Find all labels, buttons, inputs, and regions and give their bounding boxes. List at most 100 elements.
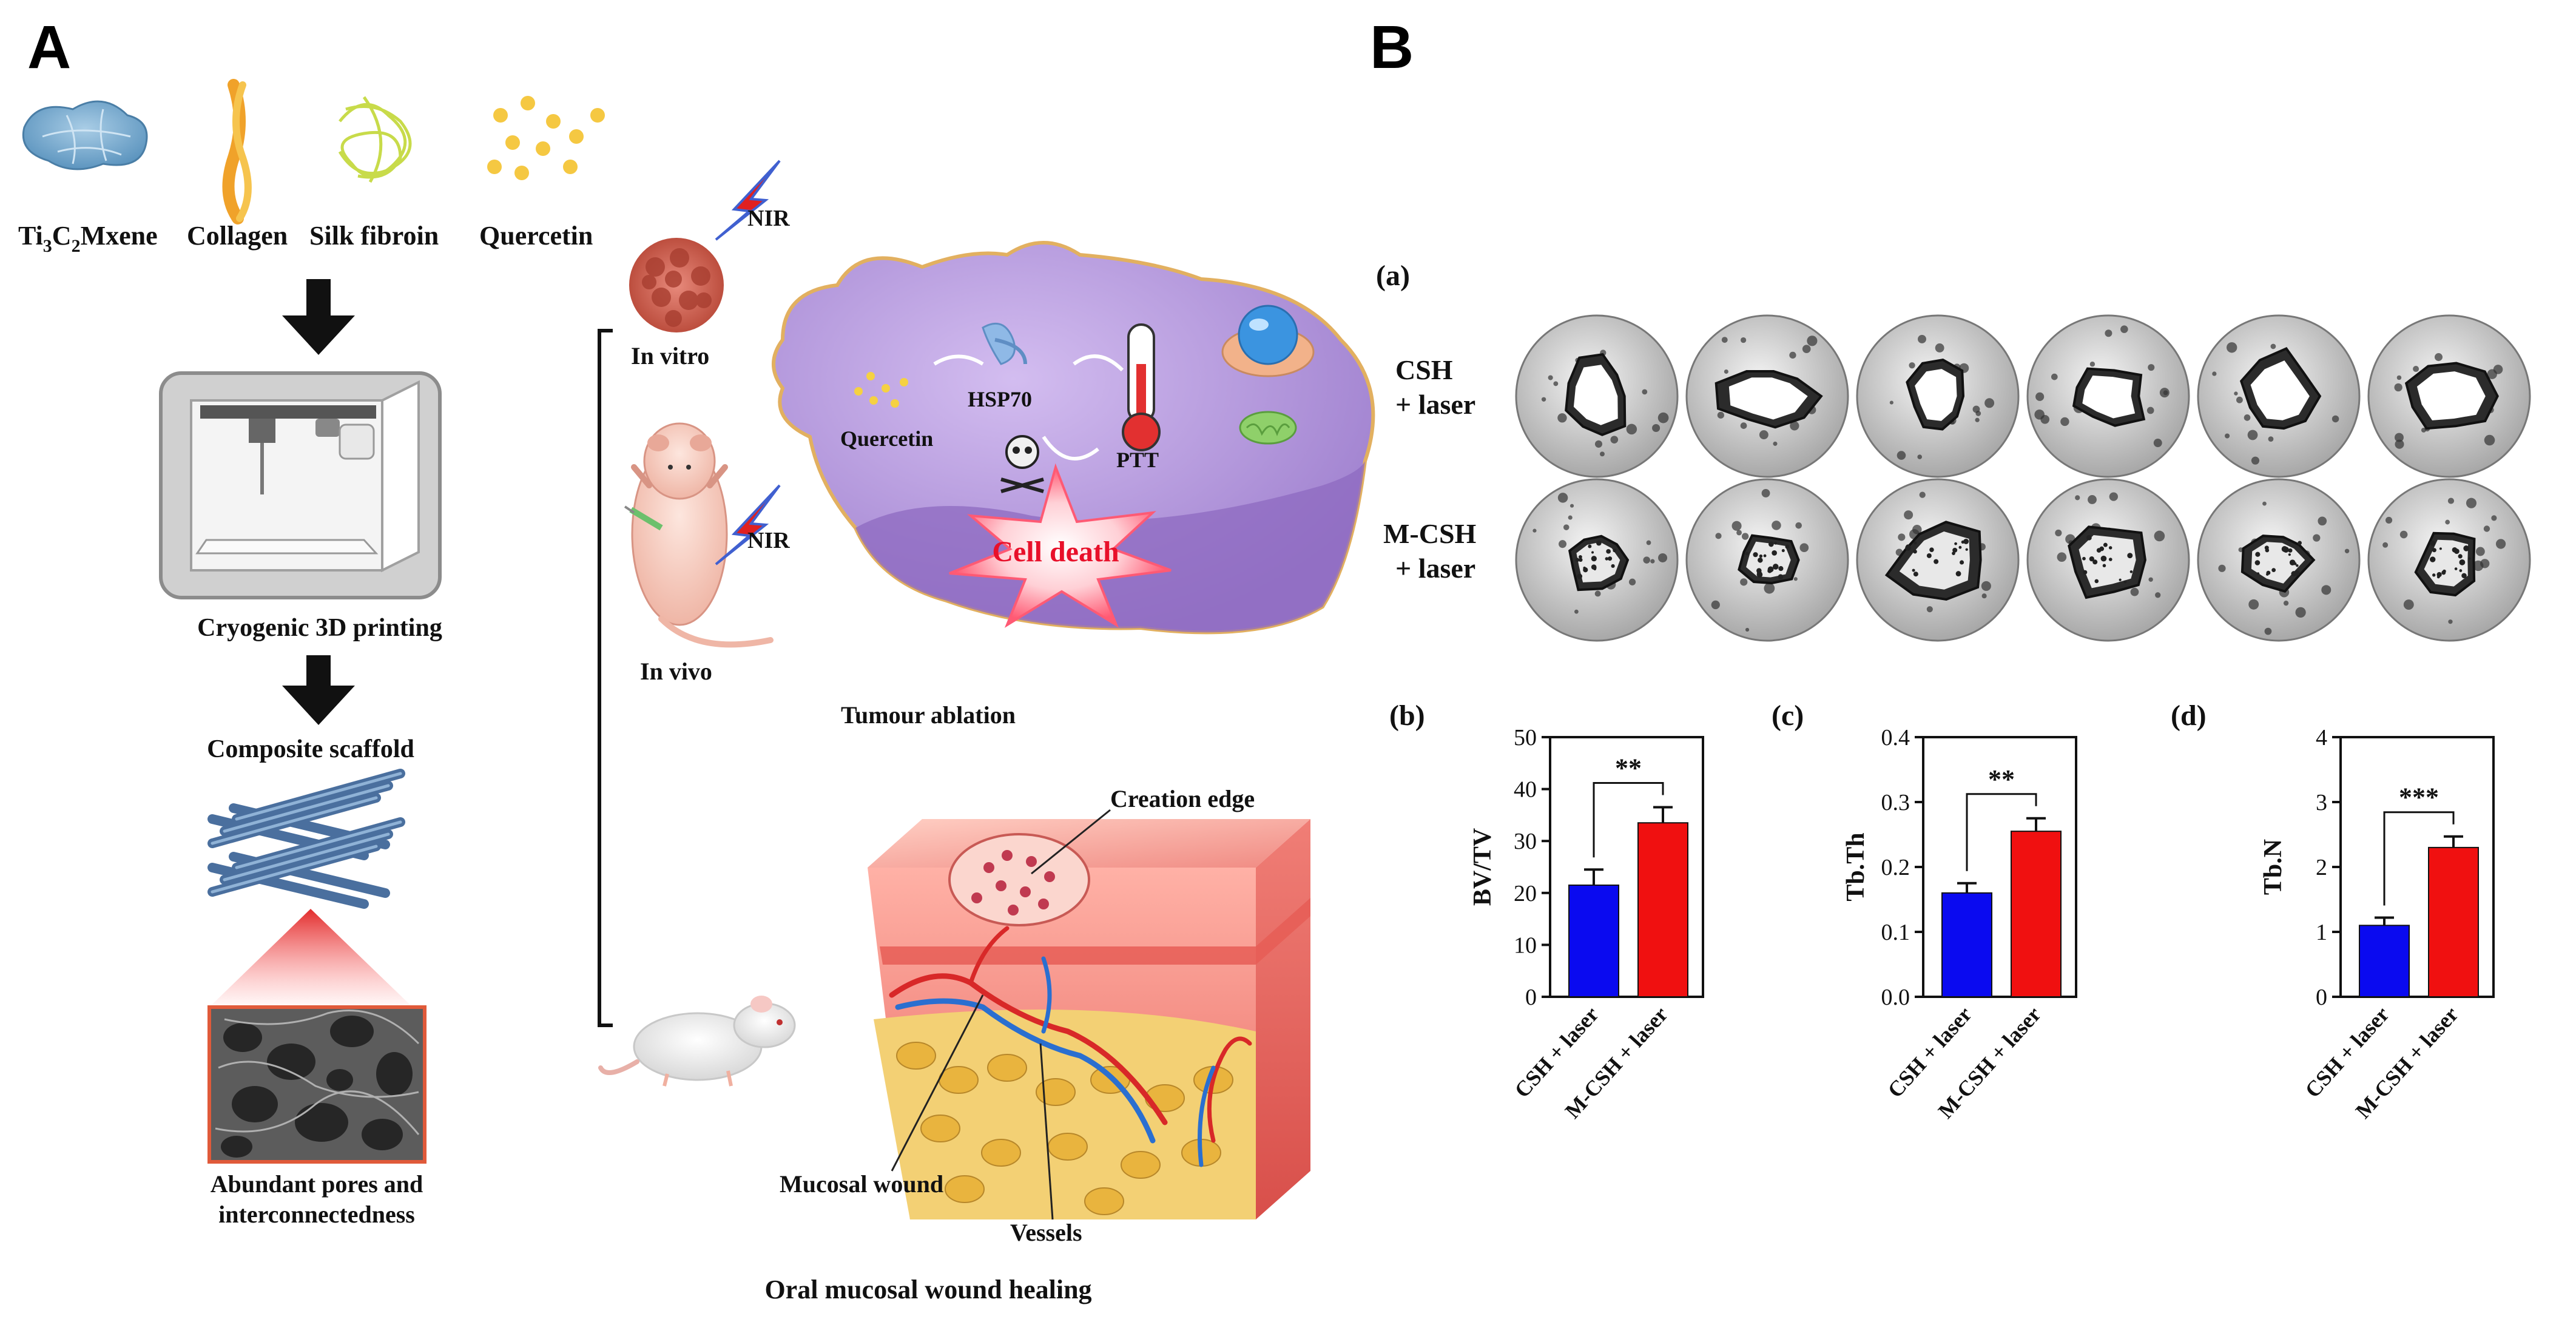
micro-ct-image	[1685, 314, 1849, 478]
down-arrow-icon	[282, 279, 355, 355]
mucosal-wound-label: Mucosal wound	[780, 1170, 943, 1198]
lightning-icon-2	[715, 484, 781, 565]
micro-ct-image	[2367, 314, 2531, 478]
bar-csh	[1941, 892, 1992, 998]
panel-b-letter: B	[1370, 13, 1414, 81]
y-tick-label: 0.0	[1881, 985, 1910, 1010]
tumor-cell	[772, 241, 1375, 635]
in-vitro-label: In vitro	[631, 342, 709, 369]
quercetin-label: Quercetin	[479, 221, 593, 251]
row1-label-line1: CSH	[1395, 354, 1453, 385]
y-axis-label: Tb.Th	[1842, 832, 1870, 901]
micro-ct-image	[1856, 314, 2020, 478]
micro-ct-image	[2197, 478, 2361, 642]
bar-mcsh	[2428, 846, 2479, 998]
y-tick-label: 10	[1514, 932, 1537, 958]
significance-stars: ***	[2399, 783, 2439, 812]
y-tick-label: 4	[2316, 725, 2327, 750]
micro-ct-image	[2026, 314, 2190, 478]
bracket-line	[598, 329, 613, 1027]
oral-healing-label: Oral mucosal wound healing	[764, 1275, 1091, 1304]
y-tick-label: 30	[1514, 829, 1537, 854]
row2-label-line2: + laser	[1395, 553, 1475, 584]
micro-ct-image	[1856, 478, 2020, 642]
bar-mcsh	[1637, 822, 1688, 997]
nude-mouse-icon	[624, 422, 774, 648]
y-tick-label: 0.1	[1881, 920, 1910, 945]
y-tick-label: 0.4	[1881, 725, 1910, 750]
chart-panel-tag: (d)	[2171, 700, 2207, 732]
leader-lines	[891, 809, 1111, 1220]
pores-label-line2: interconnectedness	[218, 1201, 415, 1228]
laser-beam	[209, 909, 413, 1007]
hsp70-label: HSP70	[968, 387, 1032, 411]
down-arrow-icon-2	[282, 655, 355, 725]
y-tick-label: 40	[1514, 777, 1537, 803]
row1-label-line2: + laser	[1395, 389, 1475, 420]
printing-label: Cryogenic 3D printing	[197, 614, 442, 642]
silk-fibroin-label: Silk fibroin	[309, 221, 439, 251]
y-axis-label: Tb.N	[2259, 839, 2287, 895]
bar-mcsh	[2011, 831, 2062, 998]
tumour-ablation-label: Tumour ablation	[841, 701, 1016, 729]
y-tick-label: 50	[1514, 725, 1537, 750]
significance-bracket	[1593, 782, 1664, 858]
micro-ct-image	[1515, 478, 1679, 642]
scaffold-icon	[207, 769, 405, 909]
lightning-icon	[715, 160, 781, 241]
chart-panel-tag: (c)	[1772, 700, 1804, 732]
chart-panel-tag: (b)	[1389, 700, 1425, 732]
silk-fibroin-icon	[338, 96, 412, 183]
cell-quercetin-label: Quercetin	[840, 427, 933, 451]
y-axis-label: BV/TV	[1469, 828, 1497, 906]
scaffold-label: Composite scaffold	[207, 735, 414, 763]
significance-stars: **	[1615, 754, 1642, 783]
collagen-icon	[222, 79, 252, 224]
mxene-icon	[22, 100, 148, 170]
collagen-label: Collagen	[187, 221, 288, 251]
mxene-label: Ti3C2Mxene	[18, 221, 158, 256]
y-tick-label: 0	[1525, 985, 1537, 1010]
micro-ct-image	[2367, 478, 2531, 642]
ptt-label: PTT	[1116, 448, 1159, 472]
y-tick-label: 0.3	[1881, 790, 1910, 815]
pores-label-line1: Abundant pores and	[211, 1170, 423, 1198]
y-tick-label: 3	[2316, 790, 2327, 815]
micro-ct-image	[2197, 314, 2361, 478]
y-tick-label: 1	[2316, 920, 2327, 945]
y-tick-label: 2	[2316, 855, 2327, 880]
y-tick-label: 0.2	[1881, 855, 1910, 880]
tissue-block	[868, 819, 1310, 1219]
rat-icon	[598, 996, 796, 1087]
nir-label-1: NIR	[747, 206, 790, 231]
micro-ct-image	[2026, 478, 2190, 642]
nir-label-2: NIR	[747, 528, 790, 553]
subpanel-a-label: (a)	[1376, 260, 1410, 292]
cell-death-label: Cell death	[992, 536, 1119, 568]
significance-bracket	[2383, 811, 2455, 906]
in-vivo-label: In vivo	[640, 658, 712, 685]
micro-ct-image	[1685, 478, 1849, 642]
significance-bracket	[1966, 793, 2037, 871]
quercetin-icon	[487, 96, 605, 180]
y-tick-label: 0	[2316, 985, 2327, 1010]
3d-printer-icon	[159, 371, 442, 599]
y-tick-label: 20	[1514, 881, 1537, 906]
vessels-label: Vessels	[1010, 1219, 1082, 1246]
row2-label-line1: M-CSH	[1383, 518, 1477, 549]
micro-ct-grid	[1515, 314, 2531, 642]
bar-csh	[1568, 884, 1619, 997]
sem-image	[207, 1005, 427, 1164]
panel-a-letter: A	[27, 13, 71, 81]
bar-csh	[2359, 925, 2410, 998]
plot-frame	[1549, 736, 1704, 998]
tumor-spheroid-icon	[629, 238, 724, 332]
significance-stars: **	[1988, 764, 2015, 794]
creation-edge-label: Creation edge	[1110, 785, 1255, 812]
